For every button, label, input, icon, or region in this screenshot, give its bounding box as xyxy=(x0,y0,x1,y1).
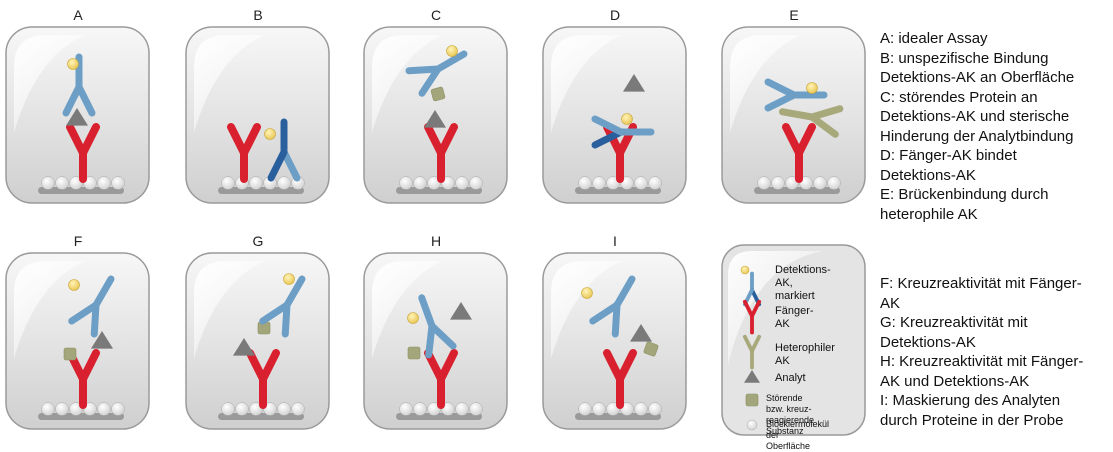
description-line: AK xyxy=(880,294,1113,314)
blocker-molecule xyxy=(400,403,413,416)
blocker-molecule xyxy=(278,403,291,416)
blocker-molecule xyxy=(236,403,249,416)
blocker-molecule xyxy=(56,403,69,416)
label-marker xyxy=(284,274,295,285)
blocker-molecule xyxy=(456,403,469,416)
panel-letter-c: C xyxy=(431,7,441,23)
label-marker xyxy=(69,280,80,291)
description-line: G: Kreuzreaktivität mit xyxy=(880,313,1113,333)
blocker-molecule xyxy=(42,177,55,190)
panel-letter-e: E xyxy=(789,7,798,23)
label-marker xyxy=(408,313,419,324)
description-line: F: Kreuzreaktivität mit Fänger- xyxy=(880,274,1113,294)
blocker-molecule xyxy=(649,403,662,416)
blocker-molecule xyxy=(579,403,592,416)
blocker-molecule xyxy=(222,403,235,416)
legend-label-blocker: Blockiermolekül der Oberfläche xyxy=(766,419,829,452)
panel-letter-b: B xyxy=(253,7,262,23)
panel-letter-i: I xyxy=(613,233,617,249)
blocker-molecule xyxy=(772,177,785,190)
blocker-molecule xyxy=(42,403,55,416)
blocker-molecule xyxy=(278,177,291,190)
description-line: AK und Detektions-AK xyxy=(880,372,1113,392)
legend-blocker-icon xyxy=(747,420,757,430)
description-line: heterophile AK xyxy=(880,205,1113,225)
blocker-molecule xyxy=(593,403,606,416)
blocker-molecule xyxy=(635,403,648,416)
blocker-molecule xyxy=(98,177,111,190)
blocker-molecule xyxy=(56,177,69,190)
blocker-molecule xyxy=(758,177,771,190)
blocker-molecule xyxy=(292,403,305,416)
blocker-molecule xyxy=(470,177,483,190)
blocker-molecule xyxy=(250,177,263,190)
description-line: D: Fänger-AK bindet xyxy=(880,146,1113,166)
legend-label-analyte: Analyt xyxy=(775,372,806,385)
legend-label-detection: Detektions-AK, markiert xyxy=(775,264,831,303)
blocker-molecule xyxy=(112,177,125,190)
interfering-substance xyxy=(408,347,420,359)
blocker-molecule xyxy=(649,177,662,190)
label-marker xyxy=(582,288,593,299)
blocker-molecule xyxy=(579,177,592,190)
description-line: Detektions-AK xyxy=(880,166,1113,186)
interfering-substance xyxy=(746,394,758,406)
panel-letter-d: D xyxy=(610,7,620,23)
legend-label-heterophile: Heterophiler AK xyxy=(775,342,835,368)
description-line: Detektions-AK xyxy=(880,333,1113,353)
description-line: Detektions-AK und sterische xyxy=(880,107,1113,127)
blocker-molecule xyxy=(414,177,427,190)
blocker-molecule xyxy=(414,403,427,416)
label-marker xyxy=(68,59,79,70)
legend-label-capture: Fänger-AK xyxy=(775,305,814,331)
label-marker xyxy=(622,114,633,125)
description-line: I: Maskierung des Analyten xyxy=(880,391,1113,411)
description-line: A: idealer Assay xyxy=(880,29,1113,49)
panel-letter-f: F xyxy=(74,233,83,249)
blocker-molecule xyxy=(112,403,125,416)
blocker-molecule xyxy=(470,403,483,416)
blocker-molecule xyxy=(456,177,469,190)
description-line: E: Brückenbindung durch xyxy=(880,185,1113,205)
label-marker xyxy=(447,46,458,57)
description-line: durch Proteine in der Probe xyxy=(880,411,1113,431)
label-marker xyxy=(265,129,276,140)
panel-letter-g: G xyxy=(253,233,264,249)
description-line: Detektions-AK an Oberfläche xyxy=(880,68,1113,88)
blocker-molecule xyxy=(828,177,841,190)
description-line: H: Kreuzreaktivität mit Fänger- xyxy=(880,352,1113,372)
description-line: C: störendes Protein an xyxy=(880,88,1113,108)
panel-letter-a: A xyxy=(73,7,83,23)
description-line: Hinderung der Analytbindung xyxy=(880,127,1113,147)
blocker-molecule xyxy=(593,177,606,190)
panel-letter-h: H xyxy=(431,233,441,249)
blocker-molecule xyxy=(400,177,413,190)
label-marker xyxy=(741,266,749,274)
blocker-molecule xyxy=(98,403,111,416)
interfering-substance xyxy=(431,87,446,102)
interfering-substance xyxy=(64,348,76,360)
label-marker xyxy=(807,83,818,94)
description-line: B: unspezifische Bindung xyxy=(880,49,1113,69)
blocker-molecule xyxy=(222,177,235,190)
blocker-molecule xyxy=(635,177,648,190)
blocker-molecule xyxy=(814,177,827,190)
